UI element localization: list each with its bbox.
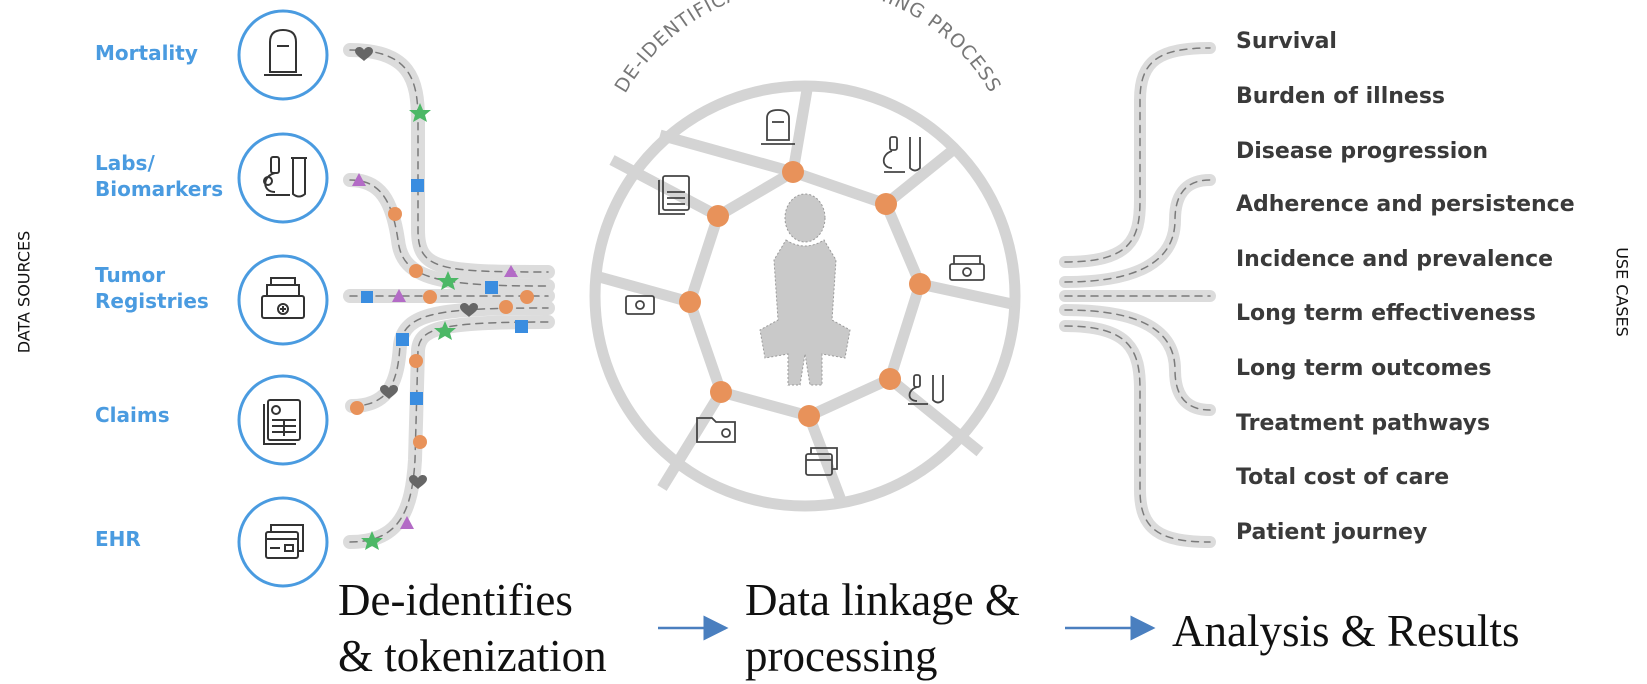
source-label-registries: Tumor Registries [95, 263, 209, 313]
source-icon-glyphs [261, 28, 307, 559]
use-case-label: Incidence and prevalence [1236, 247, 1554, 272]
dot-marker [423, 290, 437, 304]
triangle-marker [400, 516, 414, 529]
use-case-label: Survival [1236, 29, 1337, 54]
source-circle-labs [237, 132, 329, 224]
use-case-label: Burden of illness [1236, 84, 1446, 109]
source-icons [237, 9, 329, 588]
ehr-cards-icon [805, 447, 838, 476]
microscope-icon [908, 374, 944, 405]
use-case-label: Total cost of care [1236, 465, 1450, 490]
triangle-marker [504, 265, 518, 277]
tombstone-icon [264, 28, 302, 76]
square-marker [411, 179, 424, 192]
square-marker [410, 392, 423, 405]
source-label-mortality: Mortality [95, 41, 198, 65]
right-roads [1059, 42, 1216, 548]
registry-box-icon [949, 255, 985, 281]
dot-marker [388, 207, 402, 221]
step-linkage: Data linkage & processing [745, 575, 1020, 681]
left-road-markers [350, 47, 534, 550]
claims-document-icon [263, 399, 301, 445]
dot-marker [413, 435, 427, 449]
left-roads [343, 43, 555, 549]
aperture-nodes [679, 161, 931, 427]
triangle-marker [392, 289, 406, 302]
aperture-icons [625, 109, 985, 476]
claims-document-icon [658, 175, 690, 215]
square-marker [361, 291, 373, 303]
folder-icon [696, 417, 736, 443]
triangle-marker [352, 173, 366, 186]
source-label-claims: Claims [95, 403, 170, 427]
use-case-label: Disease progression [1236, 139, 1489, 164]
square-marker [485, 281, 498, 294]
use-case-label: Treatment pathways [1236, 411, 1491, 436]
source-circle-ehr [237, 496, 329, 588]
square-marker [515, 320, 528, 333]
money-icon [625, 295, 655, 315]
source-circle-mortality [237, 9, 329, 101]
use-cases-axis-title: USE CASES [1612, 247, 1632, 337]
dot-marker [409, 264, 423, 278]
ehr-cards-icon [265, 524, 304, 559]
tombstone-icon [761, 109, 795, 145]
microscope-icon [882, 136, 921, 173]
step-analysis: Analysis & Results [1172, 606, 1520, 656]
dot-marker [350, 401, 364, 415]
star-marker [437, 271, 459, 290]
data-sources-axis-title: DATA SOURCES [14, 230, 34, 354]
star-marker [434, 321, 456, 340]
source-label-labs: Labs/ Biomarkers [95, 151, 224, 201]
source-circle-registries [237, 254, 329, 346]
use-case-label: Patient journey [1236, 520, 1428, 545]
dot-marker [409, 354, 423, 368]
use-case-label: Long term effectiveness [1236, 301, 1536, 326]
step-deidentify: De-identifies & tokenization [338, 575, 607, 681]
heart-marker [460, 303, 478, 317]
heart-marker [409, 475, 427, 489]
registry-box-icon [261, 277, 305, 319]
dot-marker [520, 290, 534, 304]
dot-marker [499, 300, 513, 314]
heart-marker [355, 47, 373, 61]
star-marker [361, 531, 383, 550]
use-case-label: Adherence and persistence [1236, 192, 1575, 217]
person-silhouette-icon [759, 193, 851, 386]
square-marker [396, 333, 409, 346]
star-marker [409, 103, 431, 122]
heart-marker [380, 385, 398, 399]
microscope-icon [263, 156, 307, 198]
use-case-label: Long term outcomes [1236, 356, 1492, 381]
source-label-ehr: EHR [95, 527, 141, 551]
